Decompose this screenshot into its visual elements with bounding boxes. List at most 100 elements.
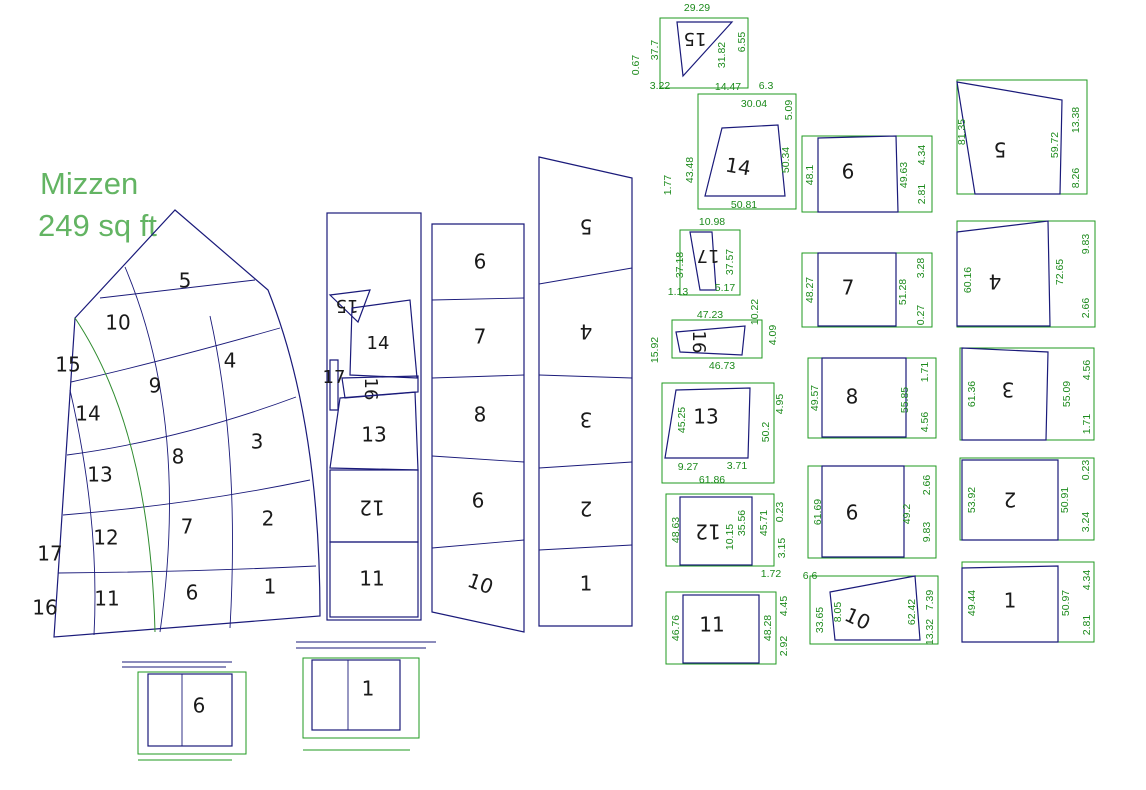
- dim-value: 81.35: [956, 119, 968, 145]
- piece-1: 1 49.44 50.97 4.34 2.81: [961, 561, 1095, 643]
- piece-outline: [817, 252, 897, 327]
- dim-value: 59.72: [1049, 132, 1061, 158]
- dim-frame: [956, 79, 1088, 195]
- dim-value: 61.86: [699, 474, 725, 486]
- dim-frame: [665, 493, 775, 567]
- seam: [431, 539, 525, 549]
- strip-label-4: 4: [580, 320, 593, 344]
- strip-3-border: [538, 156, 633, 627]
- dim-value: 33.65: [814, 607, 826, 633]
- dim-value: 72.65: [1054, 259, 1066, 285]
- piece-outline: [679, 496, 753, 566]
- piece-3: 3 61.36 55.09 4.56 1.71: [959, 347, 1095, 441]
- piece-outline: [961, 347, 1049, 441]
- seam: [538, 374, 633, 379]
- piece-6: 6 48.1 49.63 4.34 2.81: [801, 135, 933, 213]
- dim-value: 61.36: [966, 381, 978, 407]
- sail-label-6: 6: [186, 581, 199, 605]
- sail-label-4: 4: [224, 349, 237, 373]
- piece-2: 2 53.92 50.91 0.23 3.24: [959, 457, 1095, 541]
- piece-9: 9 61.69 49.2 2.66 9.83: [807, 465, 937, 559]
- sail-outline: [53, 209, 321, 638]
- dim-value: 13.32: [924, 619, 936, 645]
- dim-value: 48.1: [804, 165, 816, 186]
- dim-value: 1.71: [919, 362, 931, 383]
- dim-value: 31.82: [716, 42, 728, 68]
- dim-value: 4.95: [774, 394, 786, 415]
- piece-label: 8: [846, 385, 859, 409]
- dim-value: 3.22: [650, 80, 671, 92]
- dim-value: 30.04: [741, 98, 767, 110]
- detail-label: 1: [362, 677, 375, 701]
- dim-value: 8.05: [832, 602, 844, 623]
- dim-value: 6.6: [803, 570, 818, 582]
- dim-value: 0.67: [630, 55, 642, 76]
- strip-2: 6 7 8 9 10: [431, 223, 525, 633]
- piece-11: 11 46.76 48.28 4.45 2.92: [665, 591, 790, 665]
- piece-outline: [682, 594, 760, 664]
- dim-value: 1.13: [668, 286, 689, 298]
- piece-label: 12: [695, 520, 720, 544]
- dim-value: 2.66: [1080, 298, 1092, 319]
- sail-label-9: 9: [149, 374, 162, 398]
- dim-value: 4.34: [1081, 570, 1093, 591]
- seam: [538, 461, 633, 469]
- dim-value: 6.55: [736, 32, 748, 53]
- strip-label-9: 9: [472, 488, 485, 512]
- strip-2-border: [431, 223, 525, 633]
- strip-label-15: 15: [336, 295, 359, 316]
- dim-value: 46.76: [670, 615, 682, 641]
- strip-label-16: 16: [360, 378, 381, 401]
- dim-value: 4.45: [778, 596, 790, 617]
- dim-value: 49.63: [898, 162, 910, 188]
- dim-frame: [801, 135, 933, 213]
- piece-label: 6: [842, 160, 855, 184]
- piece-label: 11: [699, 613, 724, 637]
- seam: [124, 266, 170, 633]
- dim-value: 37.18: [674, 252, 686, 278]
- piece-label: 15: [684, 28, 707, 49]
- dim-value: 2.81: [916, 184, 928, 205]
- dim-frame: [137, 671, 247, 755]
- piece-8: 8 49.57 55.85 1.71 4.56: [807, 357, 937, 439]
- sail-label-1: 1: [264, 575, 277, 599]
- piece-outline: [961, 459, 1059, 541]
- dim-frame: [956, 220, 1096, 328]
- piece-outline: [821, 465, 905, 558]
- seam: [70, 327, 281, 383]
- dim-value: 29.29: [684, 2, 710, 14]
- piece-outline: [704, 124, 786, 197]
- seam: [538, 544, 633, 551]
- dim-value: 48.27: [804, 277, 816, 303]
- piece-10: 10 6.6 33.65 8.05 62.42 7.39 13.32: [803, 570, 939, 645]
- dim-value: 0.23: [774, 502, 786, 523]
- dim-value: 4.56: [1081, 360, 1093, 381]
- sail-area: 249 sq ft: [38, 208, 157, 243]
- dim-frame: [809, 575, 939, 645]
- piece-label: 17: [697, 245, 720, 266]
- dim-value: 5.17: [715, 282, 736, 294]
- seam: [209, 315, 233, 629]
- piece-label: 3: [1002, 378, 1015, 402]
- dim-value: 4.34: [916, 145, 928, 166]
- dim-value: 15.92: [649, 337, 661, 363]
- dim-frame: [959, 347, 1095, 441]
- dim-value: 2.81: [1081, 615, 1093, 636]
- piece-label: 9: [846, 500, 859, 524]
- dim-value: 9.83: [921, 522, 933, 543]
- dim-value: 46.73: [709, 360, 735, 372]
- dim-value: 2.66: [921, 475, 933, 496]
- piece-outline: [689, 231, 717, 291]
- piece-label: 2: [1004, 488, 1017, 512]
- sail-label-7: 7: [181, 515, 194, 539]
- dim-frame: [661, 382, 775, 484]
- sail-label-8: 8: [172, 445, 185, 469]
- piece-7: 7 48.27 51.28 3.28 0.27: [801, 252, 933, 328]
- sail-label-13: 13: [87, 463, 112, 487]
- dim-value: 10.22: [749, 299, 761, 325]
- sail-label-15: 15: [55, 353, 80, 377]
- dim-value: 13.38: [1070, 107, 1082, 133]
- seam: [431, 455, 525, 463]
- detail-panel: [311, 659, 401, 731]
- dim-value: 48.28: [762, 615, 774, 641]
